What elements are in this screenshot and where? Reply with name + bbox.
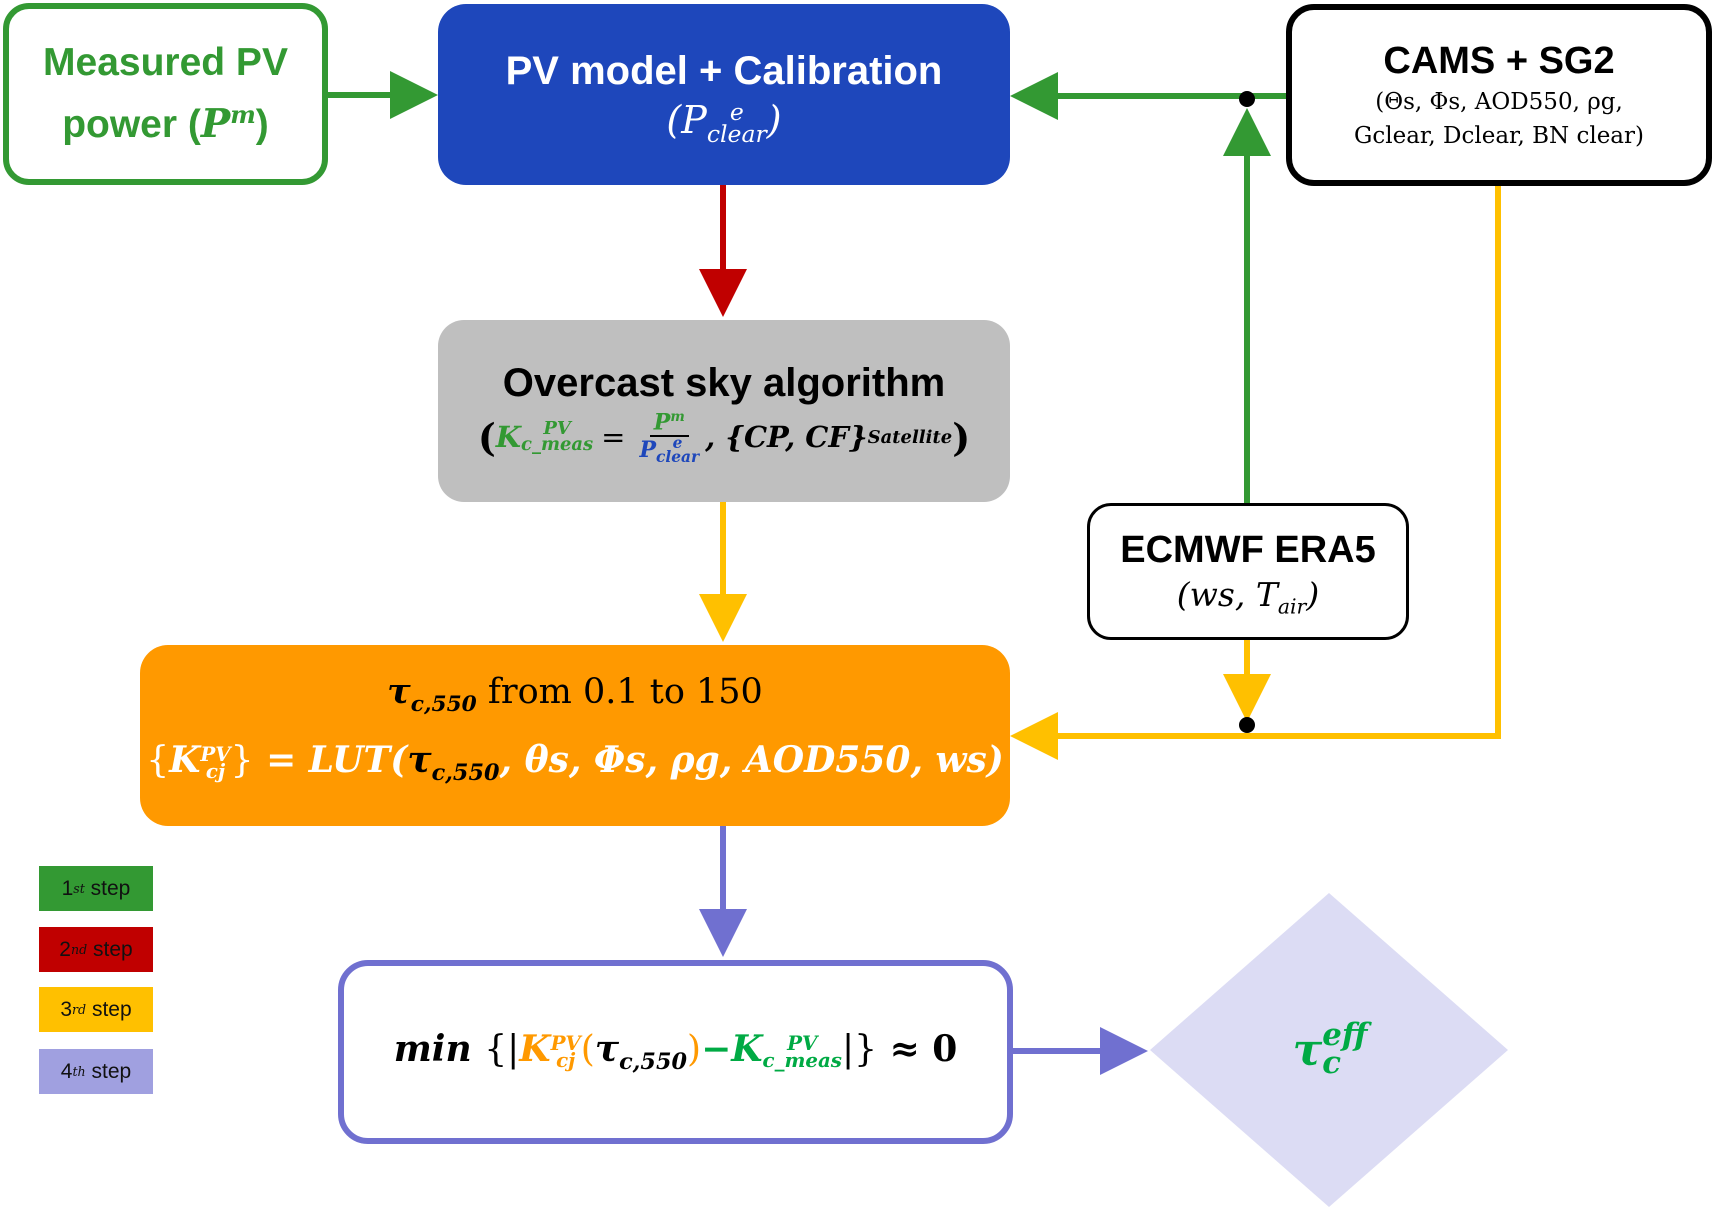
arrow-cams-to-lut [1010, 186, 1501, 760]
measured-pv-subtitle: power (Pm) [62, 100, 269, 147]
junction-dot-top [1239, 91, 1255, 107]
measured-pv-power-node: Measured PV power (Pm) [3, 3, 328, 185]
cams-params-line2: Gclear, Dclear, BN clear) [1354, 123, 1644, 149]
pv-model-title: PV model + Calibration [505, 49, 943, 94]
measured-pv-title: Measured PV [43, 41, 288, 84]
ecmwf-title: ECMWF ERA5 [1120, 528, 1376, 571]
lut-tau-range: τc,550 from 0.1 to 150 [387, 671, 763, 718]
cams-title: CAMS + SG2 [1383, 40, 1615, 82]
cams-params-line1: (Θs, Φs, AOD550, ρg, [1375, 89, 1623, 115]
junction-dot-bottom [1239, 717, 1255, 733]
cams-sg2-node: CAMS + SG2 (Θs, Φs, AOD550, ρg, Gclear, … [1286, 4, 1712, 186]
overcast-title: Overcast sky algorithm [502, 360, 946, 405]
ecmwf-era5-node: ECMWF ERA5 (ws, Tair) [1087, 503, 1409, 640]
ecmwf-params: (ws, Tair) [1176, 574, 1320, 619]
result-diamond [1150, 893, 1508, 1207]
